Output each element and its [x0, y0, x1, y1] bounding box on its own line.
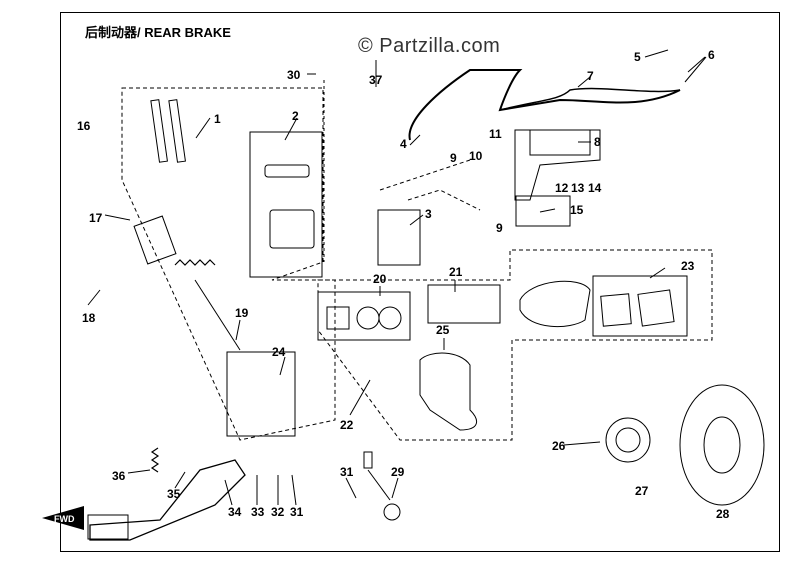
- callout-6: 6: [708, 48, 715, 62]
- reservoir-cap: [264, 164, 310, 178]
- callout-23: 23: [681, 259, 695, 273]
- kit-15-box: [515, 195, 571, 227]
- diagram-title: 后制动器/ REAR BRAKE: [85, 25, 231, 40]
- caliper-group-outline: [317, 249, 713, 441]
- seal-ring-a: [356, 306, 380, 330]
- caliper-bracket-25: [419, 352, 478, 431]
- pin-dash-link: [407, 189, 481, 211]
- callout-20: 20: [373, 272, 387, 286]
- callout-11: 11: [489, 127, 502, 141]
- kit-24-box: [226, 351, 296, 437]
- callout-28: 28: [716, 507, 730, 521]
- callout-26: 26: [552, 439, 566, 453]
- callout-33: 33: [251, 505, 265, 519]
- callout-1: 1: [214, 112, 221, 126]
- callout-14: 14: [588, 181, 602, 195]
- callout-31a: 31: [340, 465, 354, 479]
- callout-9b: 9: [496, 221, 503, 235]
- callout-25: 25: [436, 323, 450, 337]
- callout-15: 15: [570, 203, 584, 217]
- return-spring-36: [150, 447, 160, 473]
- callout-29: 29: [391, 465, 405, 479]
- callout-17: 17: [89, 211, 103, 225]
- callout-8: 8: [594, 135, 601, 149]
- reservoir: [269, 209, 315, 249]
- disc-carrier-27: [605, 417, 651, 463]
- callout-21: 21: [449, 265, 463, 279]
- diagram-frame: [60, 12, 780, 552]
- piston: [326, 306, 350, 330]
- brake-hose-4: [408, 69, 681, 141]
- rod-1b: [168, 99, 186, 163]
- switch-wire: [367, 469, 391, 501]
- callout-13: 13: [571, 181, 585, 195]
- disc-carrier-hub: [615, 427, 641, 453]
- switch-29: [383, 503, 401, 521]
- callout-35: 35: [167, 487, 181, 501]
- master-cylinder-body: [133, 215, 177, 265]
- callout-37: 37: [369, 73, 383, 87]
- callout-5: 5: [634, 50, 641, 64]
- callout-3: 3: [425, 207, 432, 221]
- kit-23-box: [592, 275, 688, 337]
- kit-21-box: [427, 284, 501, 324]
- callout-30: 30: [287, 68, 301, 82]
- kit-3-box: [377, 209, 421, 266]
- brake-pedal-34: [89, 459, 246, 541]
- brake-hose-7: [499, 87, 681, 111]
- bracket-11: [514, 129, 601, 201]
- callout-2: 2: [292, 109, 299, 123]
- callout-32: 32: [271, 505, 285, 519]
- callout-31b: 31: [290, 505, 304, 519]
- callout-9a: 9: [450, 151, 457, 165]
- kit-20-box: [317, 291, 411, 341]
- callout-22: 22: [340, 418, 354, 432]
- brake-disc-28: [679, 384, 765, 506]
- callout-7: 7: [587, 69, 594, 83]
- callout-19: 19: [235, 306, 249, 320]
- fwd-label: FWD: [54, 514, 75, 524]
- watermark: © Partzilla.com: [358, 35, 501, 57]
- callout-34: 34: [228, 505, 242, 519]
- hose-dash-link: [379, 159, 471, 191]
- callout-18: 18: [82, 311, 96, 325]
- switch-connector: [363, 451, 373, 469]
- callout-16: 16: [77, 119, 91, 133]
- brake-disc-inner: [703, 416, 741, 474]
- master-cylinder-spring: [174, 259, 216, 266]
- callout-10: 10: [469, 149, 483, 163]
- callout-24: 24: [272, 345, 286, 359]
- callout-36: 36: [112, 469, 126, 483]
- push-rod: [194, 279, 241, 351]
- caliper-body: [519, 280, 591, 328]
- callout-27: 27: [635, 484, 649, 498]
- seal-ring-b: [378, 306, 402, 330]
- kit-2-box: [249, 131, 323, 278]
- fwd-arrow: [42, 506, 84, 530]
- rod-1a: [150, 99, 168, 163]
- master-cylinder-group-outline: [121, 87, 336, 441]
- callout-12: 12: [555, 181, 569, 195]
- callout-4: 4: [400, 137, 407, 151]
- brake-pad-a: [600, 293, 632, 327]
- pedal-pad: [87, 514, 129, 540]
- brake-pad-b: [637, 289, 675, 327]
